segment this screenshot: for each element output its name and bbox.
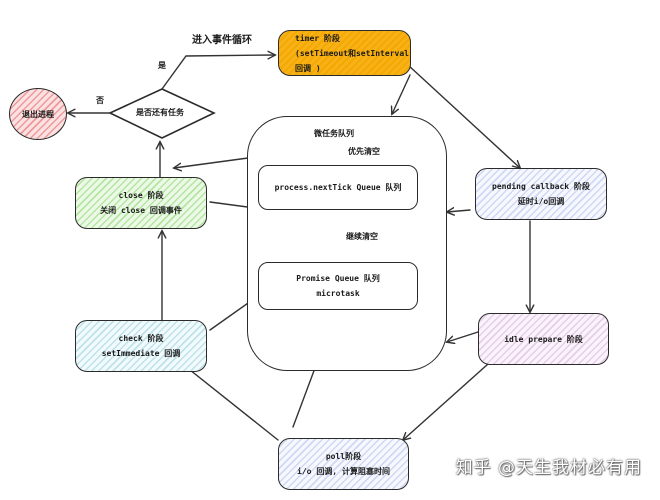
no-label: 否 [96,96,104,105]
exit-process-label: 退出进程 [22,109,54,119]
decision-label: 是否还有任务 [136,108,184,117]
close-phase-node: close 阶段 关闭 close 回调事件 [75,177,207,229]
pending-callback-title: pending callback 阶段 [492,182,590,191]
arrow-idle-to-poll [403,363,489,440]
close-phase-desc: 关闭 close 回调事件 [100,206,182,215]
decision-diamond [108,88,216,139]
priority-clear-label: 优先清空 [348,147,380,156]
timer-phase-desc: (setTimeout和setInterval回调 ) [295,48,409,73]
poll-phase-title: poll阶段 [325,452,362,461]
pending-callback-node: pending callback 阶段 延时i/o回调 [475,168,607,220]
yes-label: 是 [158,61,166,70]
arrow-timer-to-microtask [392,74,411,114]
promise-queue-box: Promise Queue 队列 microtask [258,262,418,310]
pending-callback-desc: 延时i/o回调 [517,197,565,206]
promise-queue-label: Promise Queue 队列 [296,274,380,283]
idle-prepare-title: idle prepare 阶段 [504,334,583,344]
nexttick-queue-box: process.nextTick Queue 队列 [258,165,418,210]
check-phase-title: check 阶段 [118,334,164,343]
arrow-pending-to-microtask [447,210,471,212]
arrow-poll-to-check [180,362,279,441]
watermark-text: 知乎 @天生我材必有用 [455,458,642,478]
continue-clear-label: 继续清空 [346,232,378,241]
idle-prepare-node: idle prepare 阶段 [478,313,609,365]
arrow-decision-to-timer [161,55,275,90]
poll-phase-desc: i/o 回调, 计算阻塞时间 [297,467,390,476]
poll-phase-node: poll阶段 i/o 回调, 计算阻塞时间 [278,438,409,490]
microtask-queue-title: 微任务队列 [314,129,354,138]
nexttick-queue-label: process.nextTick Queue 队列 [274,183,402,192]
check-phase-desc: setImmediate 回调 [101,349,181,358]
check-phase-node: check 阶段 setImmediate 回调 [75,320,207,372]
exit-process-node: 退出进程 [9,88,67,140]
arrow-microtask-to-decision [174,157,249,168]
timer-phase-title: timer 阶段 [295,33,340,43]
microtask-queue-container [247,116,447,371]
promise-queue-sublabel: microtask [316,289,360,298]
close-phase-title: close 阶段 [118,191,164,200]
arrow-idle-to-microtask [447,331,479,342]
enter-loop-label: 进入事件循环 [192,35,252,46]
timer-phase-node: timer 阶段 (setTimeout和setInterval回调 ) [278,30,411,76]
arrow-poll-to-microtask [292,360,318,428]
arrow-timer-to-pending [407,64,520,168]
